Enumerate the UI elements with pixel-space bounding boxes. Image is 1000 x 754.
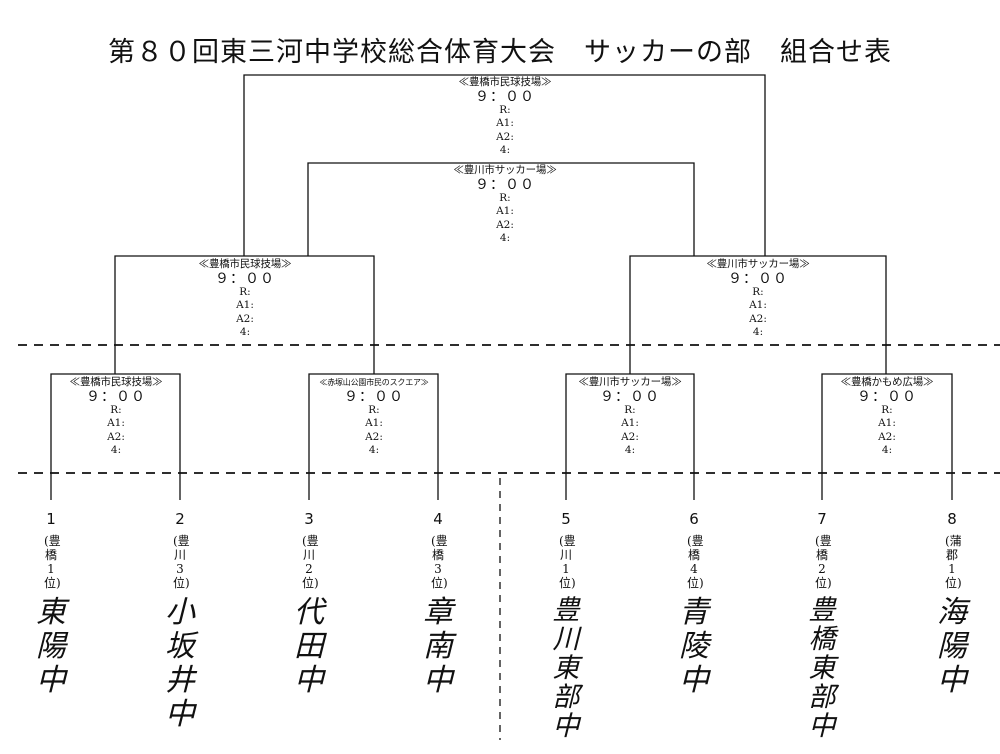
team-1: 1 (豊橋1位) 東陽中 xyxy=(31,510,71,698)
match-qf-right: ≪豊川市サッカー場≫ ９：００ R: A1: A2: 4: xyxy=(658,258,858,340)
team-2: 2 (豊川3位) 小坂井中 xyxy=(160,510,200,732)
team-qualifier: (蒲郡1位) xyxy=(945,534,962,590)
match-semi: ≪豊川市サッカー場≫ ９：００ R: A1: A2: 4: xyxy=(405,164,605,246)
kickoff-time: ９：００ xyxy=(475,176,535,193)
team-seed: 1 xyxy=(46,510,56,528)
match-r1-3: ≪豊川市サッカー場≫ ９：００ R: A1: A2: 4: xyxy=(569,376,691,458)
fourth-official: 4: xyxy=(624,444,636,457)
match-r1-4: ≪豊橋かもめ広場≫ ９：００ R: A1: A2: 4: xyxy=(825,376,949,458)
referee-a1: A1: xyxy=(621,417,639,430)
venue-label: ≪豊川市サッカー場≫ xyxy=(706,258,810,270)
team-4: 4 (豊橋3位) 章南中 xyxy=(418,510,458,698)
team-5: 5 (豊川1位) 豊川東部中 xyxy=(546,510,586,741)
team-qualifier: (豊川3位) xyxy=(173,534,190,590)
referee-a1: A1: xyxy=(107,417,125,430)
bracket-final xyxy=(243,74,766,256)
team-3: 3 (豊川2位) 代田中 xyxy=(289,510,329,698)
team-seed: 8 xyxy=(947,510,957,528)
referee-r: R: xyxy=(110,403,122,416)
venue-label: ≪豊橋市民球技場≫ xyxy=(458,76,552,88)
venue-label: ≪豊橋市民球技場≫ xyxy=(198,258,292,270)
team-seed: 7 xyxy=(817,510,827,528)
referee-a2: A2: xyxy=(496,218,514,231)
referee-r: R: xyxy=(499,103,511,116)
fourth-official: 4: xyxy=(881,444,893,457)
bracket-semi xyxy=(307,162,695,256)
team-7: 7 (豊橋2位) 豊橋東部中 xyxy=(802,510,842,741)
referee-r: R: xyxy=(752,285,764,298)
venue-label: ≪赤塚山公園市民のスクエア≫ xyxy=(319,378,429,387)
venue-label: ≪豊川市サッカー場≫ xyxy=(453,164,557,176)
team-seed: 3 xyxy=(304,510,314,528)
referee-a1: A1: xyxy=(496,205,514,218)
referee-r: R: xyxy=(499,191,511,204)
fourth-official: 4: xyxy=(368,444,380,457)
team-name: 代田中 xyxy=(294,595,324,698)
team-qualifier: (豊橋4位) xyxy=(687,534,704,590)
referee-r: R: xyxy=(881,403,893,416)
fourth-official: 4: xyxy=(752,326,764,339)
referee-a2: A2: xyxy=(365,430,383,443)
referee-a1: A1: xyxy=(878,417,896,430)
kickoff-time: ９：００ xyxy=(475,88,535,105)
team-name: 豊橋東部中 xyxy=(808,595,836,742)
bracket-qf-right xyxy=(629,255,887,374)
team-qualifier: (豊橋3位) xyxy=(431,534,448,590)
referee-a2: A2: xyxy=(878,430,896,443)
referee-r: R: xyxy=(239,285,251,298)
fourth-official: 4: xyxy=(110,444,122,457)
team-name: 章南中 xyxy=(423,595,453,698)
team-name: 豊川東部中 xyxy=(552,595,580,742)
match-final: ≪豊橋市民球技場≫ ９：００ R: A1: A2: 4: xyxy=(405,76,605,158)
team-seed: 4 xyxy=(433,510,443,528)
page-title: 第８０回東三河中学校総合体育大会 サッカーの部 組合せ表 xyxy=(108,37,892,68)
team-qualifier: (豊川1位) xyxy=(559,534,576,590)
team-name: 青陵中 xyxy=(679,595,709,698)
kickoff-time: ９：００ xyxy=(728,270,788,287)
bracket-r1-4 xyxy=(821,373,953,500)
match-r1-1: ≪豊橋市民球技場≫ ９：００ R: A1: A2: 4: xyxy=(55,376,177,458)
referee-a1: A1: xyxy=(236,299,254,312)
fourth-official: 4: xyxy=(499,232,511,245)
fourth-official: 4: xyxy=(499,144,511,157)
team-seed: 6 xyxy=(689,510,699,528)
referee-r: R: xyxy=(368,403,380,416)
match-r1-2: ≪赤塚山公園市民のスクエア≫ ９：００ R: A1: A2: 4: xyxy=(312,376,436,458)
referee-a1: A1: xyxy=(496,117,514,130)
venue-label: ≪豊川市サッカー場≫ xyxy=(578,376,682,388)
team-6: 6 (豊橋4位) 青陵中 xyxy=(674,510,714,698)
fourth-official: 4: xyxy=(239,326,251,339)
team-name: 海陽中 xyxy=(937,595,967,698)
team-name: 東陽中 xyxy=(36,595,66,698)
kickoff-time: ９：００ xyxy=(215,270,275,287)
referee-a2: A2: xyxy=(107,430,125,443)
kickoff-time: ９：００ xyxy=(857,388,917,405)
referee-a2: A2: xyxy=(496,130,514,143)
venue-label: ≪豊橋市民球技場≫ xyxy=(69,376,163,388)
match-qf-left: ≪豊橋市民球技場≫ ９：００ R: A1: A2: 4: xyxy=(145,258,345,340)
venue-label: ≪豊橋かもめ広場≫ xyxy=(840,376,934,388)
team-8: 8 (蒲郡1位) 海陽中 xyxy=(932,510,972,698)
referee-a1: A1: xyxy=(749,299,767,312)
referee-r: R: xyxy=(624,403,636,416)
team-seed: 5 xyxy=(561,510,571,528)
kickoff-time: ９：００ xyxy=(344,388,404,405)
team-name: 小坂井中 xyxy=(165,595,195,732)
team-seed: 2 xyxy=(175,510,185,528)
kickoff-time: ９：００ xyxy=(600,388,660,405)
team-qualifier: (豊橋1位) xyxy=(44,534,61,590)
referee-a2: A2: xyxy=(749,312,767,325)
kickoff-time: ９：００ xyxy=(86,388,146,405)
team-qualifier: (豊川2位) xyxy=(302,534,319,590)
team-qualifier: (豊橋2位) xyxy=(815,534,832,590)
referee-a1: A1: xyxy=(365,417,383,430)
referee-a2: A2: xyxy=(236,312,254,325)
referee-a2: A2: xyxy=(621,430,639,443)
